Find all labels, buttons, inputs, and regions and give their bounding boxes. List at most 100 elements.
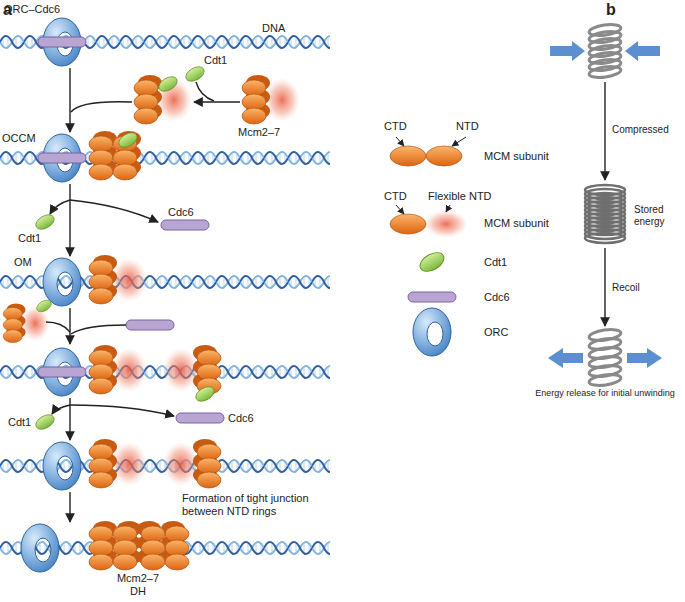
flow-arrow	[46, 322, 70, 332]
spring-recoiled	[588, 373, 621, 387]
released-factors	[161, 220, 209, 230]
spring-relaxed	[588, 65, 621, 79]
flow-arrow	[69, 68, 70, 132]
leader-line	[396, 137, 466, 214]
second-loading	[163, 345, 221, 394]
force-arrow	[627, 348, 662, 368]
spring-compressed	[585, 185, 625, 243]
om-complex	[43, 258, 81, 306]
legend-samples	[390, 214, 426, 234]
double-hexamer	[21, 524, 59, 572]
flow-arrow	[50, 200, 70, 214]
panel-letter: b	[606, 0, 616, 19]
flow-arrow	[194, 101, 240, 102]
free-factors	[156, 74, 179, 94]
force-arrow	[625, 41, 660, 61]
dna-helix	[0, 35, 330, 555]
flow-arrow	[69, 184, 70, 256]
second-loading	[38, 345, 221, 404]
legend-text: MCM subunit	[484, 217, 549, 230]
step-note: Formation of tight junction between NTD …	[182, 492, 332, 518]
state-label: Stored energy	[634, 204, 684, 228]
flow-arrow	[604, 82, 605, 326]
flow-arrow	[71, 102, 132, 112]
occm-complex	[116, 130, 139, 150]
free-factors	[183, 64, 206, 84]
legend-samples	[424, 210, 468, 238]
flow-arrow	[52, 405, 70, 414]
occm-complex	[38, 130, 141, 182]
second-loading	[38, 367, 86, 377]
free-factors	[134, 64, 300, 124]
legend-samples	[408, 292, 456, 302]
flow-arrow	[604, 82, 605, 180]
double-hexamer	[21, 521, 189, 572]
legend-text: ORC	[484, 326, 508, 339]
legend-text: Cdc6	[484, 291, 510, 304]
released-factors	[33, 412, 224, 432]
part-label: Cdt1	[18, 232, 41, 245]
second-loading	[193, 384, 216, 404]
released-factors	[33, 412, 56, 432]
legend-samples	[390, 146, 426, 166]
flow-arrow	[69, 308, 70, 344]
flow-arrow	[196, 82, 214, 101]
complex-label: OM	[14, 256, 32, 269]
part-label: Cdc6	[228, 412, 254, 425]
double-hexamer	[89, 521, 141, 570]
second-loading	[89, 345, 147, 394]
state-label: Energy release for initial unwinding	[527, 388, 683, 399]
released-factors	[33, 212, 56, 232]
double-hexamer	[137, 521, 189, 570]
second-factors	[3, 298, 174, 343]
om-complex	[43, 255, 147, 306]
step-label: Compressed	[612, 124, 669, 136]
spring-relaxed	[588, 23, 621, 79]
leader-line	[446, 205, 450, 212]
legend-samples	[413, 308, 451, 356]
second-factors	[35, 298, 54, 314]
two-hexamers	[43, 439, 221, 490]
force-arrow	[550, 41, 660, 61]
force-arrow	[548, 348, 662, 368]
legend-samples	[390, 146, 468, 356]
two-hexamers	[89, 439, 147, 488]
complex-label: OCCM	[2, 132, 36, 145]
spring-recoiled	[588, 328, 621, 387]
legend-samples	[426, 146, 462, 166]
second-factors	[126, 320, 174, 330]
domain-label: Flexible NTD	[428, 190, 492, 203]
domain-label: NTD	[456, 120, 479, 133]
part-label: Cdt1	[8, 416, 31, 429]
flow-arrow	[71, 325, 126, 334]
leader-line	[396, 205, 404, 214]
occm-complex	[38, 153, 86, 163]
dna-helix	[0, 35, 330, 49]
flow-arrow	[604, 248, 605, 326]
two-hexamers	[43, 442, 81, 490]
dna-helix	[0, 151, 330, 165]
two-hexamers	[163, 439, 221, 488]
domain-label: CTD	[384, 120, 407, 133]
legend-samples	[417, 249, 447, 276]
orc-cdc6-complex	[38, 18, 86, 66]
spring-compressed	[585, 233, 625, 243]
flow-arrow	[70, 200, 158, 222]
part-label: Cdt1	[204, 54, 227, 67]
leader-line	[396, 137, 404, 146]
force-arrow	[550, 41, 585, 61]
released-factors	[176, 413, 224, 423]
legend-text: Cdt1	[484, 256, 507, 269]
part-label: DNA	[262, 22, 285, 35]
orc-cdc6-complex	[38, 37, 86, 47]
legend-text: MCM subunit	[484, 150, 549, 163]
dna-helix	[0, 35, 330, 49]
flow-arrow	[46, 68, 240, 522]
leader-line	[452, 137, 466, 146]
domain-label: CTD	[384, 190, 407, 203]
step-label: Recoil	[612, 282, 640, 294]
om-complex	[89, 255, 147, 304]
part-label: Cdc6	[168, 206, 194, 219]
